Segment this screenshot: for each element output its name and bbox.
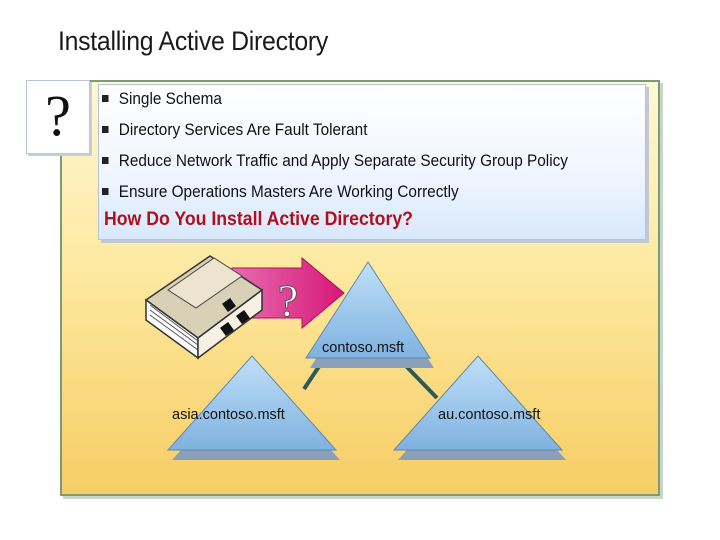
square-bullet-icon [102, 95, 109, 102]
bullet-text: Single Schema [118, 90, 222, 108]
square-bullet-icon [102, 126, 109, 133]
root-domain-label: contoso.msft [322, 340, 405, 356]
arrow-question-mark: ? [278, 275, 298, 326]
root-domain-triangle [305, 261, 434, 368]
trust-link-left [302, 363, 322, 391]
question-icon-box: ? [26, 80, 90, 154]
bullet-text: Reduce Network Traffic and Apply Separat… [118, 152, 568, 170]
bullet-text: Ensure Operations Masters Are Working Co… [118, 183, 459, 201]
child-domain-triangle-au [392, 355, 566, 460]
trust-link-right [403, 363, 439, 400]
bullet-panel [98, 84, 646, 240]
child-domain-triangle-asia [166, 355, 340, 460]
child-domain-label-asia: asia.contoso.msft [172, 407, 285, 423]
child-domain-label-au: au.contoso.msft [438, 407, 541, 423]
square-bullet-icon [102, 157, 109, 164]
question-mark-icon: ? [45, 83, 71, 148]
bullet-item: Ensure Operations Masters Are Working Co… [102, 181, 568, 212]
bullet-text: Directory Services Are Fault Tolerant [118, 121, 368, 139]
bullet-item: Directory Services Are Fault Tolerant [102, 119, 568, 150]
square-bullet-icon [102, 188, 109, 195]
book-icon [144, 255, 264, 360]
bullet-list: Single Schema Directory Services Are Fau… [102, 88, 603, 212]
question-heading: How Do You Install Active Directory? [104, 209, 413, 230]
slide-title: Installing Active Directory [58, 26, 329, 56]
bullet-item: Reduce Network Traffic and Apply Separat… [102, 150, 568, 181]
bullet-item: Single Schema [102, 88, 568, 119]
